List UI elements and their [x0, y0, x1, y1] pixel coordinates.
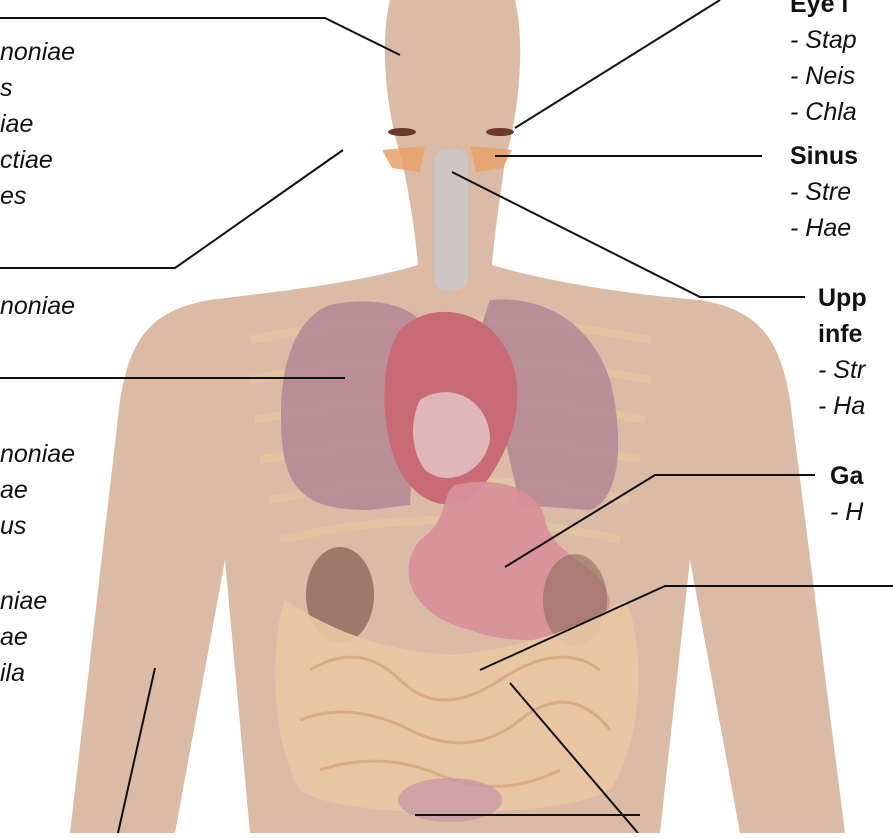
left-group-lungs: noniae — [0, 288, 75, 324]
left-group-chest-line: ae — [0, 472, 75, 508]
left-group-arm-line: ae — [0, 619, 47, 655]
gastritis-label: Ga - H — [830, 458, 863, 530]
sinus-item: - Hae — [790, 210, 858, 246]
left-group-chest: noniae ae us — [0, 436, 75, 544]
left-eye — [388, 128, 416, 136]
trachea — [434, 150, 468, 290]
left-group-head-line: s — [0, 70, 75, 106]
left-group-head-line: ctiae — [0, 142, 75, 178]
left-group-chest-line: noniae — [0, 436, 75, 472]
left-group-head: noniae s iae ctiae es — [0, 34, 75, 214]
right-eye — [486, 128, 514, 136]
sinus-item: - Stre — [790, 174, 858, 210]
gastric-heading: Ga — [830, 458, 863, 494]
upper-heading-line2: infe — [818, 316, 867, 352]
left-group-head-line: es — [0, 178, 75, 214]
left-group-arm-line: niae — [0, 583, 47, 619]
upper-item: - Str — [818, 352, 867, 388]
eye-item: - Stap — [790, 22, 857, 58]
left-group-arm-line: ila — [0, 655, 47, 691]
eye-heading: Eye i — [790, 0, 857, 22]
left-group-lungs-line: noniae — [0, 288, 75, 324]
eye-item: - Chla — [790, 94, 857, 130]
sinus-heading: Sinus — [790, 138, 858, 174]
eye-item: - Neis — [790, 58, 857, 94]
eye-infections-label: Eye i - Stap - Neis - Chla — [790, 0, 857, 130]
left-group-head-line: noniae — [0, 34, 75, 70]
left-group-arm: niae ae ila — [0, 583, 47, 691]
left-sinus — [382, 146, 425, 172]
gastric-item: - H — [830, 494, 863, 530]
upper-heading-line1: Upp — [818, 280, 867, 316]
left-group-chest-line: us — [0, 508, 75, 544]
right-sinus — [470, 146, 512, 172]
upper-item: - Ha — [818, 388, 867, 424]
upper-respiratory-label: Upp infe - Str - Ha — [818, 280, 867, 424]
left-group-head-line: iae — [0, 106, 75, 142]
sinusitis-label: Sinus - Stre - Hae — [790, 138, 858, 246]
